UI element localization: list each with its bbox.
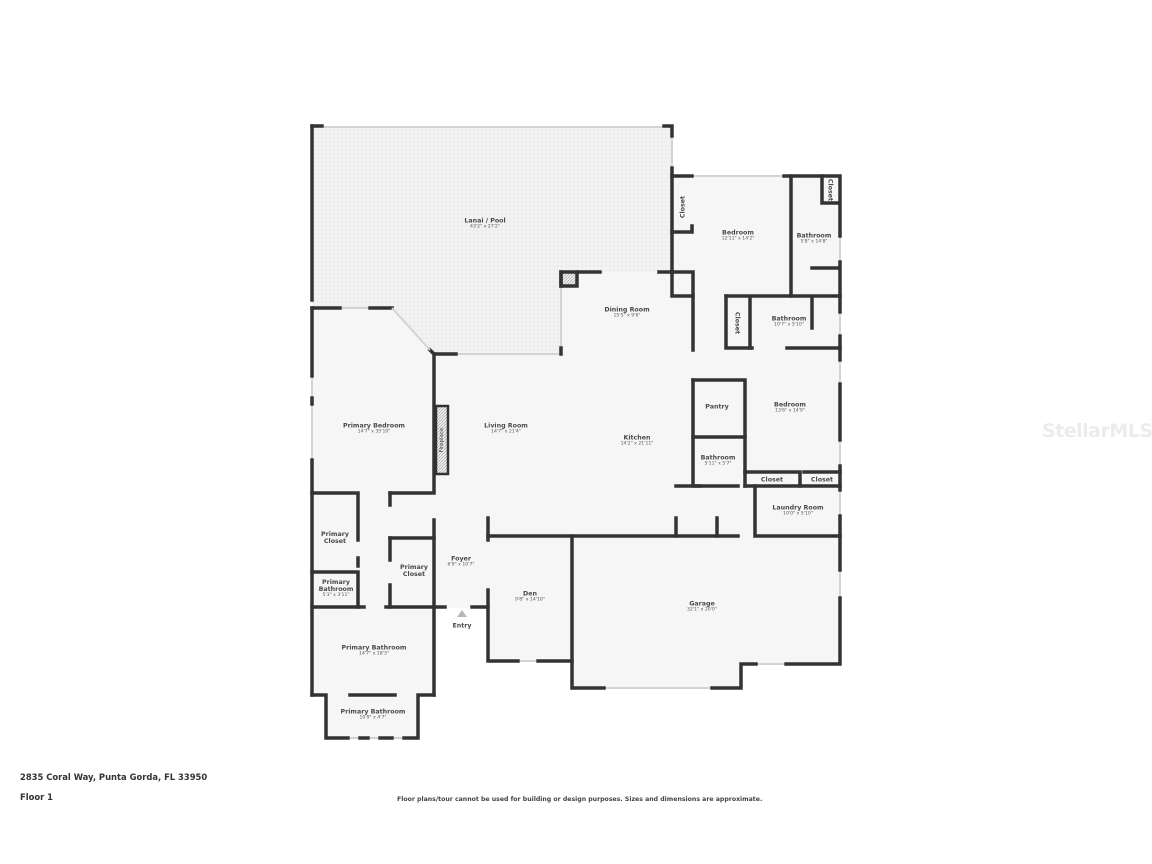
floor-label: Floor 1 (20, 792, 53, 802)
room-dimensions: 13'6" x 14'9" (775, 408, 805, 414)
property-address: 2835 Coral Way, Punta Gorda, FL 33950 (20, 772, 208, 782)
room-kitchen: Kitchen 14'2" x 21'11" (621, 435, 654, 448)
room-bedroom-ne: Bedroom 12'11" x 14'2" (722, 230, 755, 243)
room-name: Living Room (484, 422, 528, 430)
room-primary-bathroom-lower: Primary Bathroom 10'9" x 4'7" (341, 709, 406, 722)
room-name: Bedroom (774, 401, 806, 409)
room-name: Garage (689, 600, 715, 608)
fireplace-label: Fireplace (438, 427, 445, 453)
room-dimensions: 10'9" x 4'7" (359, 715, 387, 721)
disclaimer: Floor plans/tour cannot be used for buil… (397, 796, 763, 803)
room-name: Primary Bathroom (341, 644, 407, 652)
room-dimensions: 9'8" x 14'10" (515, 597, 545, 603)
room-name: Kitchen (623, 434, 651, 442)
room-laundry: Laundry Room 10'0" x 5'10" (772, 505, 823, 518)
room-name: Lanai / Pool (464, 217, 506, 225)
room-name: Bathroom (771, 315, 807, 323)
room-dimensions: 5'8" x 14'8" (800, 239, 828, 245)
room-name: Primary Closet (400, 563, 428, 578)
room-dimensions: 5'11" x 5'7" (704, 461, 732, 467)
room-name: Closet (733, 311, 741, 335)
room-name: Bathroom (700, 454, 736, 462)
room-name: Laundry Room (772, 504, 824, 512)
room-name: Den (523, 590, 537, 598)
room-name: Bedroom (722, 229, 754, 237)
room-name: Dining Room (604, 306, 650, 314)
room-name: Foyer (451, 555, 471, 563)
room-dimensions: 14'7" x 18'3" (359, 651, 389, 657)
room-primary-bathroom-main: Primary Bathroom 14'7" x 18'3" (342, 645, 407, 658)
room-foyer: Foyer 6'9" x 10'7" (447, 556, 474, 569)
fireplace: Fireplace (439, 428, 445, 453)
room-dimensions: 43'2" x 27'2" (470, 224, 500, 230)
room-pantry: Pantry (705, 403, 728, 410)
walls (310, 124, 842, 740)
room-primary-closet-2: Primary Closet (394, 564, 434, 578)
room-dimensions: 12'11" x 14'2" (721, 236, 755, 242)
room-name: Primary Closet (321, 530, 349, 545)
room-dimensions: 6'9" x 10'7" (447, 562, 475, 568)
floor-fills (312, 126, 840, 738)
room-name: Closet (679, 195, 687, 219)
room-bathroom-e: Bathroom 10'7" x 5'10" (772, 316, 807, 329)
room-name: Primary Bedroom (343, 422, 405, 430)
room-garage: Garage 32'1" x 20'0" (687, 601, 717, 614)
room-closet-ne1: Closet (679, 196, 686, 218)
room-bedroom-e: Bedroom 13'6" x 14'9" (774, 402, 806, 415)
room-dimensions: 5'3" x 3'11" (322, 593, 350, 599)
room-primary-bathroom-small: Primary Bathroom 5'3" x 3'11" (314, 579, 358, 599)
room-closet-s2: Closet (811, 476, 833, 483)
watermark-logo: StellarMLS (1042, 420, 1152, 442)
room-primary-bedroom: Primary Bedroom 14'7" x 35'10" (343, 423, 405, 436)
room-bathroom-ne: Bathroom 5'8" x 14'8" (797, 233, 832, 246)
lanai-floor (312, 126, 672, 354)
windows (311, 126, 841, 739)
room-closet-s1: Closet (761, 476, 783, 483)
room-dimensions: 10'7" x 5'10" (774, 322, 804, 328)
room-name: Closet (810, 476, 834, 484)
room-dimensions: 10'0" x 5'10" (783, 511, 813, 517)
room-dining: Dining Room 15'5" x 9'6" (604, 307, 649, 320)
room-name: Primary Bathroom (340, 708, 406, 716)
room-dimensions: 15'5" x 9'6" (613, 313, 641, 319)
entry-label: Entry (452, 622, 471, 629)
room-living: Living Room 14'7" x 21'4" (484, 423, 528, 436)
room-closet-e: Closet (733, 311, 741, 335)
room-lanai-pool: Lanai / Pool 43'2" x 27'2" (464, 218, 505, 231)
room-name: Closet (760, 476, 784, 484)
room-name: Pantry (705, 403, 729, 411)
room-dimensions: 14'2" x 21'11" (620, 441, 654, 447)
room-den: Den 9'8" x 14'10" (515, 591, 545, 604)
room-dimensions: 14'7" x 35'10" (357, 429, 391, 435)
room-primary-closet-1: Primary Closet (315, 531, 355, 545)
room-name: Primary Bathroom (318, 579, 354, 594)
room-closet-ne2: Closet (826, 178, 834, 202)
room-dimensions: 32'1" x 20'0" (687, 607, 717, 613)
entry-arrow-icon (457, 610, 467, 617)
room-bathroom-c: Bathroom 5'11" x 5'7" (701, 455, 736, 468)
room-name: Closet (826, 178, 834, 202)
room-dimensions: 14'7" x 21'4" (491, 429, 521, 435)
room-name: Entry (452, 622, 472, 630)
room-name: Bathroom (796, 232, 832, 240)
